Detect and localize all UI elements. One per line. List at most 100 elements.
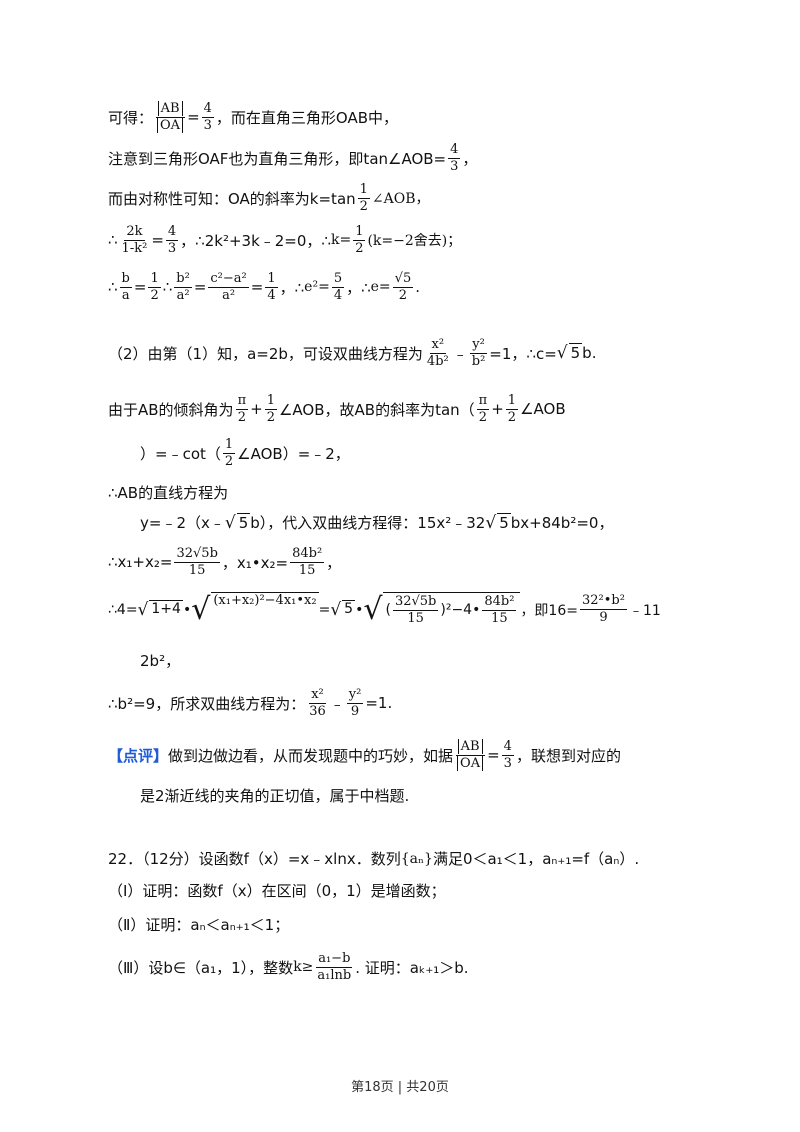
numerator: 4 xyxy=(201,101,214,118)
text: • xyxy=(355,601,364,618)
denominator: 9 xyxy=(350,703,360,719)
denominator: 3 xyxy=(203,117,212,133)
fraction: b² a² xyxy=(174,272,192,302)
sqrt: √1+4 xyxy=(137,599,183,620)
sqrt: √(x₁+x₂)²−4x₁•x₂ xyxy=(191,592,319,627)
fraction: 32√5b 15 xyxy=(174,547,220,577)
numerator: x² xyxy=(429,337,447,354)
text: 可得： xyxy=(108,108,154,127)
text: ∠AOB）=﹣2， xyxy=(237,444,350,463)
numerator: 32²•b² xyxy=(579,593,627,610)
text: ∴ xyxy=(162,278,173,297)
text-line-6: （2）由第（1）知，a=2b，可设双曲线方程为 x² 4b² ﹣ y² b² =… xyxy=(108,338,720,368)
sqrt: √5 xyxy=(485,512,511,533)
problem-22-line: 22．（12分）设函数f（x）=x﹣xlnx．数列 {aₙ} 满足0＜a₁＜1，… xyxy=(108,848,720,869)
text: 注意到三角形OAF也为直角三角形，即tan∠AOB= xyxy=(108,149,447,168)
numerator: 32√5b xyxy=(392,593,439,611)
fraction: 1 2 xyxy=(264,393,277,424)
text: y=﹣2（x﹣ xyxy=(140,514,225,532)
fraction: 32²•b² 9 xyxy=(579,593,627,624)
denominator: 2 xyxy=(398,287,408,303)
text: ∴b²=9，所求双曲线方程为： xyxy=(108,694,306,713)
text: （Ⅲ）设b∈（a₁，1），整数 xyxy=(108,958,294,977)
sqrt: √5 xyxy=(556,343,583,364)
text-line-1: 可得： AB OA = 4 3 ，而在直角三角形OAB中， xyxy=(108,101,720,133)
equals: = xyxy=(193,278,207,297)
denominator: b² xyxy=(471,353,486,369)
fraction: c²−a² a² xyxy=(208,272,249,303)
equals: = xyxy=(250,278,264,297)
numerator: 1 xyxy=(505,393,519,410)
denominator: 15 xyxy=(407,610,424,626)
text: （Ⅰ）证明：函数f（x）在区间（0，1）是增函数； xyxy=(108,882,446,900)
fraction: 84b² 15 xyxy=(482,595,517,626)
fraction: y² b² xyxy=(470,338,488,368)
plus: + xyxy=(250,400,263,419)
equals: = xyxy=(133,278,147,297)
fraction: a₁−b a₁lnb xyxy=(315,952,353,982)
text: 做到边做边看，从而发现题中的巧妙，如据 xyxy=(168,746,454,765)
text: ∴ xyxy=(108,231,118,250)
denominator: 2 xyxy=(355,240,364,256)
denominator: a² xyxy=(222,287,236,303)
text: ∴x₁+x₂= xyxy=(108,553,173,572)
numerator: 1 xyxy=(148,271,161,288)
denominator: 2 xyxy=(478,409,488,425)
text-line-2: 注意到三角形OAF也为直角三角形，即tan∠AOB= 4 3 ， xyxy=(108,143,720,173)
text: )²−4• xyxy=(440,602,481,618)
fraction: 4 3 xyxy=(201,101,214,133)
numerator: 4 xyxy=(165,224,179,241)
fraction: 84b² 15 xyxy=(290,547,325,577)
fraction: √5 2 xyxy=(392,272,414,303)
text: ， xyxy=(326,553,342,572)
text: 而由对称性可知：OA的斜率为k=tan xyxy=(108,189,356,208)
denominator: 3 xyxy=(167,240,177,256)
text-line-11: ∴x₁+x₂= 32√5b 15 ，x₁•x₂= 84b² 15 ， xyxy=(108,547,720,577)
text: （2）由第（1）知，a=2b，可设双曲线方程为 xyxy=(108,344,423,363)
page-footer: 第18页 | 共20页 xyxy=(351,1080,449,1095)
numerator: a₁−b xyxy=(316,951,353,968)
text-line-7: 由于AB的倾斜角为 π 2 + 1 2 ∠AOB，故AB的斜率为tan（ π 2… xyxy=(108,394,720,424)
text: ﹣11 xyxy=(628,602,661,619)
denominator: 15 xyxy=(491,610,508,626)
fraction: 4 3 xyxy=(501,740,514,770)
numerator: 1 xyxy=(222,437,236,454)
denominator: 2 xyxy=(224,453,234,469)
abs-ab: AB xyxy=(457,739,483,754)
radicand: 1+4 xyxy=(149,599,183,620)
text-line-5: ∴ b a = 1 2 ∴ b² a² = c²−a² a² = 1 4 ，∴ … xyxy=(108,272,720,302)
fraction: 1 2 xyxy=(222,437,236,469)
text: k= xyxy=(330,232,352,249)
text: ∴AB的直线方程为 xyxy=(108,484,229,502)
text: . xyxy=(415,278,420,297)
comment-tag: 【点评】 xyxy=(108,746,169,765)
numerator: 1 xyxy=(264,393,277,410)
text: e²= xyxy=(304,279,330,296)
text: 满足0＜a₁＜1，aₙ₊₁=f（aₙ）. xyxy=(432,850,640,868)
fraction: 2k 1-k² xyxy=(120,225,150,255)
numerator: y² xyxy=(470,337,487,354)
text: ∴4= xyxy=(108,601,138,618)
sqrt: √ ( 32√5b 15 )²−4• 84b² 15 xyxy=(363,592,521,627)
text: ∠AOB，故AB的斜率为tan（ xyxy=(278,400,475,419)
fraction: 1 2 xyxy=(357,183,370,213)
denominator: a xyxy=(121,287,130,303)
numerator: b xyxy=(119,271,132,288)
text: ，∴2k²+3k﹣2=0，∴ xyxy=(180,231,331,250)
numerator: 5 xyxy=(331,271,345,288)
numerator: y² xyxy=(346,687,364,704)
denominator: 4 xyxy=(267,287,276,303)
text: （Ⅱ）证明：aₙ＜aₙ₊₁＜1； xyxy=(108,916,290,934)
text: • xyxy=(182,601,192,618)
problem-statement: 22．（12分）设函数f（x）=x﹣xlnx．数列 xyxy=(108,850,401,868)
denominator: 1-k² xyxy=(121,240,148,256)
text: bx+84b²=0， xyxy=(510,514,614,532)
text: ( xyxy=(385,602,391,618)
fraction: 4 3 xyxy=(165,224,179,256)
text: (k=−2舍去)； xyxy=(367,233,462,250)
sqrt: √5 xyxy=(224,512,251,533)
minus: ﹣ xyxy=(329,694,345,713)
fraction: 1 2 xyxy=(353,225,366,256)
denominator: a₁lnb xyxy=(317,967,352,983)
numerator: 1 xyxy=(265,271,278,288)
